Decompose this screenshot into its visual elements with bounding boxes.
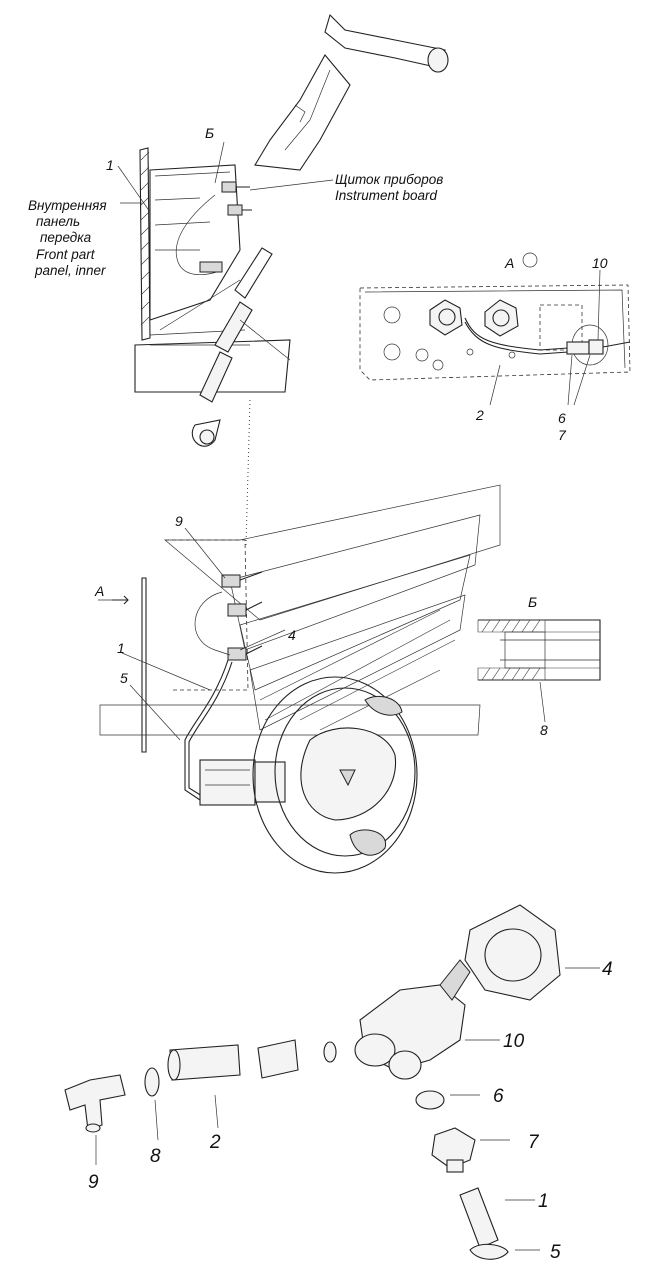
panel-label-ru-1: Внутренняя [28, 198, 107, 213]
callout-4-mid: 4 [288, 627, 296, 643]
instrument-board-ru: Щиток приборов [335, 172, 443, 187]
middle-routing-view: 9 А 1 5 4 [94, 484, 501, 874]
part-8-ring [144, 1067, 160, 1097]
part-4-nut-bore [484, 928, 542, 982]
callout-8-section: 8 [540, 722, 548, 738]
callout-1-mid: 1 [117, 640, 125, 656]
instrument-board-en: Instrument board [335, 188, 438, 203]
panel-label-ru-3: передка [40, 230, 92, 245]
part-6-label: 6 [493, 1086, 504, 1107]
callout-1-top: 1 [106, 157, 114, 173]
part-2-pipe [169, 1044, 241, 1081]
panel-label-en-2: panel, inner [34, 263, 106, 278]
section-b-view: Б 8 [477, 594, 601, 738]
part-1-label: 1 [538, 1191, 549, 1212]
part-8-label: 8 [150, 1146, 161, 1167]
callout-7-view-a: 7 [558, 427, 567, 443]
exploded-parts-view: 4 10 6 7 1 5 2 8 9 [64, 904, 613, 1263]
view-b-top-label: Б [205, 125, 214, 141]
part-7-label: 7 [528, 1132, 540, 1153]
panel-label-en-1: Front part [36, 247, 96, 262]
callout-10-view-a: 10 [592, 255, 608, 271]
projection-line [245, 399, 251, 546]
part-6-washer [415, 1090, 445, 1110]
callout-5-mid: 5 [120, 670, 128, 686]
arrow-a-label: А [94, 583, 104, 599]
callout-6-view-a: 6 [558, 410, 566, 426]
part-1-tube [459, 1187, 499, 1249]
panel-label-ru-2: панель [36, 214, 80, 229]
view-a-instrument-panel: А 10 2 6 7 [359, 252, 631, 443]
top-steering-column-view: Б 1 Щиток приборов Instrument board Внут… [28, 13, 449, 447]
part-10-label: 10 [503, 1031, 525, 1052]
part-5-clip [469, 1243, 509, 1260]
view-a-label: А [504, 255, 514, 271]
callout-2-view-a: 2 [475, 407, 484, 423]
part-9-label: 9 [88, 1172, 99, 1193]
part-5-label: 5 [550, 1242, 561, 1263]
section-b-label: Б [528, 594, 537, 610]
callout-9-mid: 9 [175, 513, 183, 529]
part-7-union [431, 1127, 476, 1169]
arrow-a-icon [112, 595, 129, 605]
part-2-label: 2 [209, 1132, 221, 1153]
part-4-label: 4 [602, 959, 613, 980]
part-9-tee [64, 1074, 126, 1131]
